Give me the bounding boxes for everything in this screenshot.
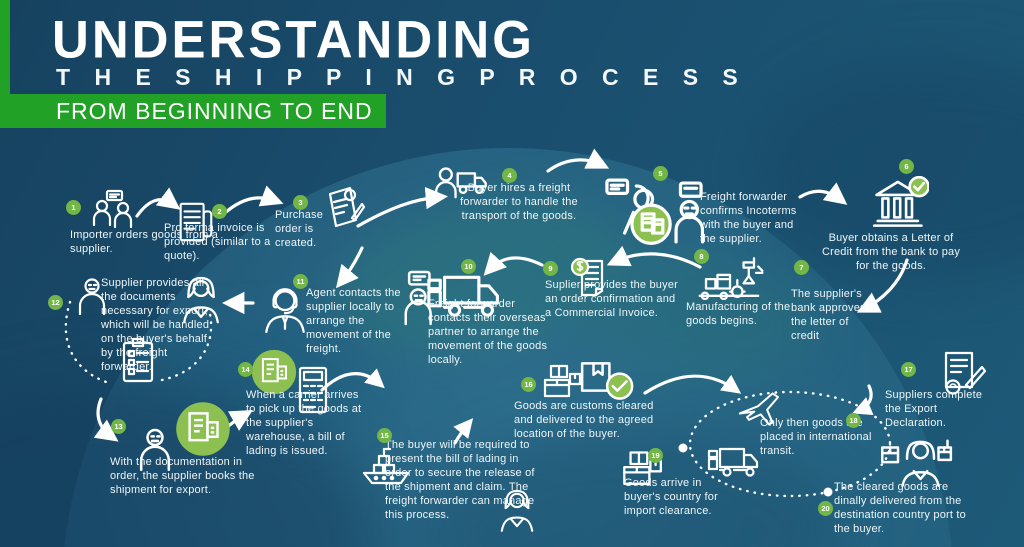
accent-stripe bbox=[0, 0, 10, 97]
step-text-9: Suplier provides the buyer an order conf… bbox=[545, 279, 678, 320]
step-text-13: With the documentation in order, the sup… bbox=[110, 456, 255, 497]
step-text-11: Agent contacts the supplier locally to a… bbox=[306, 287, 401, 356]
bank-check-icon bbox=[872, 176, 929, 227]
step-badge-12: 12 bbox=[48, 295, 63, 310]
chat-group-icon bbox=[605, 178, 704, 245]
step-text-20: The cleared goods are dinally delivered … bbox=[834, 481, 966, 536]
step-text-3: Purchase order is created. bbox=[275, 209, 324, 250]
step-text-19: Goods arrive in buyer's country for impo… bbox=[624, 477, 718, 518]
step-badge-19: 19 bbox=[648, 448, 663, 463]
step-text-10: Freight forwarder contacts their oversea… bbox=[428, 298, 548, 367]
clipboard-icon bbox=[122, 337, 154, 383]
step-text-17: Suppliers complete the Export Declaratio… bbox=[885, 389, 983, 430]
step-badge-4: 4 bbox=[502, 168, 517, 183]
subtitle: T H E S H I P P I N G P R O C E S S bbox=[56, 64, 747, 90]
step-badge-11: 11 bbox=[293, 274, 308, 289]
plane-icon bbox=[738, 392, 779, 426]
banner: FROM BEGINNING TO END bbox=[0, 94, 386, 128]
truck-icon bbox=[707, 447, 759, 477]
step-badge-10: 10 bbox=[461, 259, 476, 274]
person-bubble-icon bbox=[404, 270, 432, 326]
parcel-check-icon bbox=[580, 362, 634, 400]
step-text-15: The buyer will be required to present th… bbox=[385, 439, 535, 522]
green-circle-document-icon bbox=[175, 401, 231, 457]
two-people-icon bbox=[92, 189, 133, 229]
step-badge-14: 14 bbox=[238, 362, 253, 377]
woman-icon bbox=[500, 489, 534, 532]
step-text-7: The supplier's bank approves the letter … bbox=[791, 288, 866, 343]
step-badge-16: 16 bbox=[521, 377, 536, 392]
document-pen-icon bbox=[328, 186, 366, 228]
step-text-16: Goods are customs cleared and delivered … bbox=[514, 400, 654, 441]
banner-label: FROM BEGINNING TO END bbox=[56, 97, 373, 124]
step-text-5: Freight forwarder confirms Incoterms wit… bbox=[700, 191, 797, 246]
step-badge-20: 20 bbox=[818, 501, 833, 516]
step-text-4: Buyer hires a freight forwarder to handl… bbox=[460, 182, 578, 223]
step-badge-15: 15 bbox=[377, 428, 392, 443]
step-badge-3: 3 bbox=[293, 195, 308, 210]
step-badge-17: 17 bbox=[901, 362, 916, 377]
step-badge-6: 6 bbox=[899, 159, 914, 174]
woman-icon bbox=[183, 276, 219, 324]
step-text-14: When a carrier arrives to pick up the go… bbox=[246, 389, 362, 458]
step-badge-18: 18 bbox=[846, 413, 861, 428]
step-text-2: Pro forma invoice is provided (similar t… bbox=[164, 222, 271, 263]
step-badge-5: 5 bbox=[653, 166, 668, 181]
step-badge-9: 9 bbox=[543, 261, 558, 276]
main-title: UNDERSTANDING bbox=[52, 9, 535, 70]
step-text-6: Buyer obtains a Letter of Credit from th… bbox=[821, 232, 961, 273]
step-badge-8: 8 bbox=[694, 249, 709, 264]
step-badge-2: 2 bbox=[212, 204, 227, 219]
step-text-8: Manufacturing of the goods begins. bbox=[686, 301, 791, 328]
step-badge-1: 1 bbox=[66, 200, 81, 215]
step-badge-7: 7 bbox=[794, 260, 809, 275]
agent-headset-icon bbox=[265, 288, 305, 334]
step-badge-13: 13 bbox=[111, 419, 126, 434]
